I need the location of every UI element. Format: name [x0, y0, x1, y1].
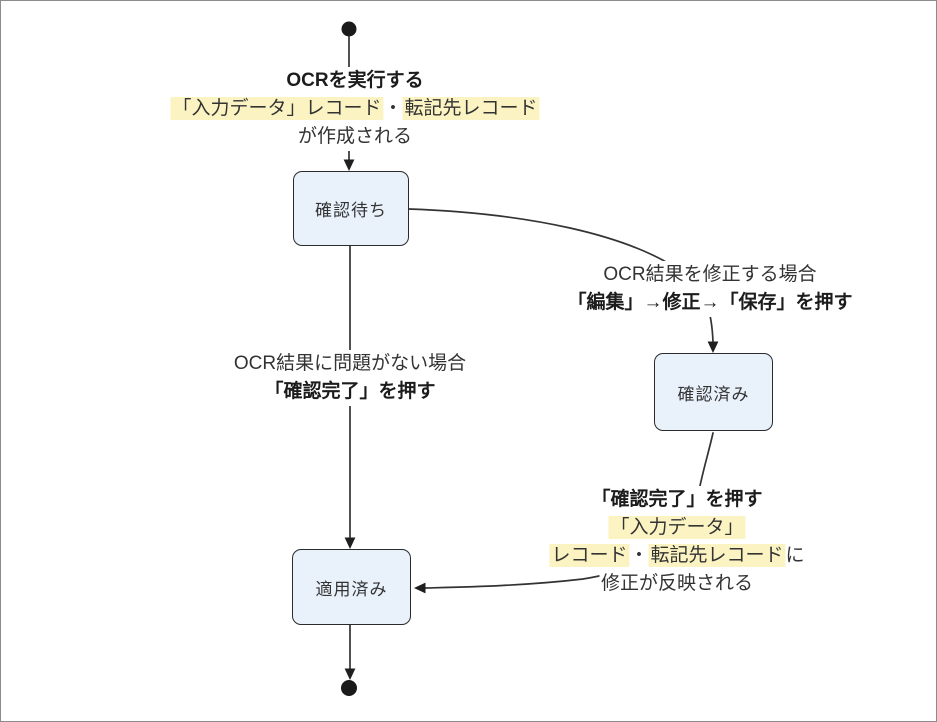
highlight-input-data-record: 「入力データ」レコード	[170, 97, 384, 120]
label-text-bold: 「確認完了」を押す	[262, 378, 438, 406]
label-line: レコード・転記先レコードに	[547, 542, 807, 570]
highlight-input-data: 「入力データ」	[608, 516, 746, 539]
label-line: が作成される	[168, 123, 541, 151]
label-text-bold: 「編集」→修正→「保存」を押す	[565, 289, 855, 317]
highlight-dest-record: 転記先レコード	[402, 97, 540, 120]
arrowhead-icon	[344, 668, 356, 680]
label-text: OCR結果に問題がない場合	[231, 350, 469, 378]
arrowhead-icon	[343, 159, 355, 171]
state-node-applied: 適用済み	[292, 549, 411, 625]
edge-label-confirm-ok: OCR結果に問題がない場合 「確認完了」を押す	[231, 350, 469, 406]
final-state-dot-icon	[341, 680, 357, 696]
separator-dot: ・	[383, 98, 403, 119]
label-text-tail: に	[785, 545, 805, 566]
edge-label-apply-fix: 「確認完了」を押す 「入力データ」 レコード・転記先レコードに 修正が反映される	[547, 486, 807, 598]
separator-dot: ・	[629, 545, 649, 566]
arrowhead-icon	[344, 537, 356, 549]
label-text-bold: 「確認完了」を押す	[589, 486, 765, 514]
arrowhead-icon	[414, 582, 426, 594]
highlight-record: レコード	[549, 544, 630, 567]
label-line: 「編集」→修正→「保存」を押す	[565, 289, 855, 317]
label-text: が作成される	[295, 123, 415, 151]
state-node-label: 確認待ち	[315, 201, 387, 220]
label-text: レコード・転記先レコードに	[547, 542, 807, 570]
initial-state-dot-icon	[341, 21, 357, 37]
edge-label-ocr-create: OCRを実行する 「入力データ」レコード・転記先レコード が作成される	[168, 67, 542, 151]
state-node-pending-confirmation: 確認待ち	[293, 171, 409, 246]
label-line: 「確認完了」を押す	[547, 486, 806, 514]
label-line: OCRを実行する	[168, 67, 541, 95]
label-text: 「入力データ」レコード・転記先レコード	[168, 95, 542, 123]
label-line: 修正が反映される	[547, 570, 806, 598]
label-text-bold: OCRを実行する	[284, 67, 426, 95]
label-text: 「入力データ」	[606, 514, 748, 542]
label-line: OCR結果を修正する場合	[565, 261, 854, 289]
label-line: OCR結果に問題がない場合	[231, 350, 469, 378]
edge-applied-to-end	[344, 624, 356, 680]
label-text: 修正が反映される	[598, 570, 755, 598]
state-node-label: 適用済み	[315, 579, 388, 599]
label-line: 「入力データ」	[547, 514, 806, 542]
highlight-dest-record: 転記先レコード	[648, 544, 786, 567]
label-text: OCR結果を修正する場合	[601, 261, 819, 289]
edge-label-edit-case: OCR結果を修正する場合 「編集」→修正→「保存」を押す	[565, 261, 855, 317]
label-line: 「入力データ」レコード・転記先レコード	[168, 95, 542, 123]
label-line: 「確認完了」を押す	[232, 378, 468, 406]
state-node-label: 確認済み	[677, 384, 750, 404]
state-node-confirmed: 確認済み	[654, 353, 773, 431]
arrowhead-icon	[707, 341, 719, 353]
